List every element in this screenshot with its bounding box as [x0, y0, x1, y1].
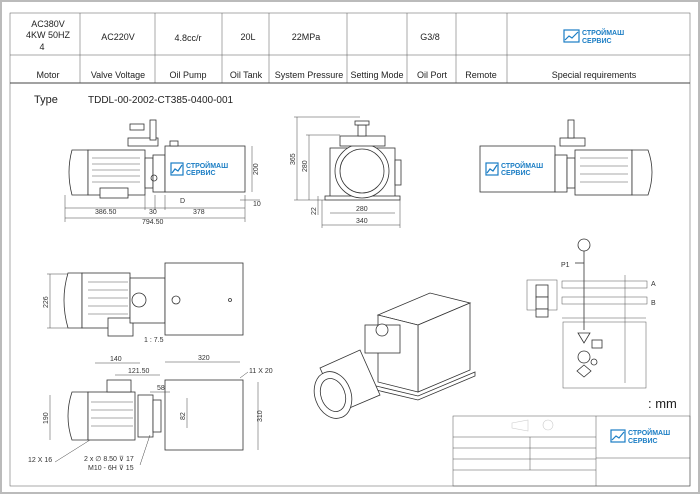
oil-tank-value: 20L — [240, 32, 255, 42]
dim-total-length: 794.50 — [142, 219, 164, 226]
svg-text:СТРОЙМАШ: СТРОЙМАШ — [186, 161, 228, 170]
label-oil-tank: Oil Tank — [230, 70, 263, 80]
dim-82: 82 — [180, 412, 187, 420]
tank-logo: СТРОЙМАШ СЕРВИС — [170, 161, 228, 177]
dim-320: 320 — [198, 355, 210, 362]
label-valve-voltage: Valve Voltage — [91, 70, 145, 80]
dim-total-height: 365 — [290, 153, 297, 165]
title-logo: СТРОЙМАШ СЕРВИС — [610, 428, 670, 445]
label-oil-port: Oil Port — [417, 70, 448, 80]
dim-tank-length: 378 — [193, 209, 205, 216]
motor-voltage: AC380V — [31, 19, 65, 29]
side-view-right: СТРОЙМАШ СЕРВИС — [479, 119, 653, 196]
bottom-view: 140 320 121.50 58 82 310 190 11 X 20 12 … — [28, 355, 273, 472]
valve-voltage-value: AC220V — [101, 32, 135, 42]
dim-slot: 11 X 20 — [249, 368, 273, 375]
schematic-port-b: B — [651, 300, 656, 307]
svg-text:СЕРВИС: СЕРВИС — [582, 38, 612, 45]
svg-text:СТРОЙМАШ: СТРОЙМАШ — [582, 28, 624, 37]
type-label: Type — [34, 94, 58, 106]
dim-58: 58 — [157, 385, 165, 392]
motor-power: 4KW 50HZ — [26, 30, 71, 40]
tank-logo-right: СТРОЙМАШ СЕРВИС — [485, 161, 543, 177]
header-logo: СТРОЙМАШ СЕРВИС — [563, 28, 624, 45]
label-system-pressure: System Pressure — [275, 70, 344, 80]
label-special-requirements: Special requirements — [552, 70, 637, 80]
type-value: TDDL-00-2002-CT385-0400-001 — [88, 95, 234, 106]
scale-label: 1 : 7.5 — [144, 337, 164, 344]
dim-front-tank-height: 280 — [302, 160, 309, 172]
dim-190: 190 — [43, 412, 50, 424]
spec-table: AC380V 4KW 50HZ 4 AC220V 4.8cc/r 20L 22M… — [10, 13, 690, 84]
units-label: : mm — [648, 396, 677, 411]
motor-poles: 4 — [39, 42, 44, 52]
schematic-p1: P1 — [561, 262, 570, 269]
dim-thread: M10 - 6H ⊽ 15 — [88, 464, 134, 472]
dim-inner-width: 280 — [356, 206, 368, 213]
dim-outer-width: 340 — [356, 218, 368, 225]
inner-frame — [9, 12, 691, 487]
hydraulic-schematic: P1 A B — [526, 238, 656, 389]
label-setting-mode: Setting Mode — [350, 70, 403, 80]
title-block: СТРОЙМАШ СЕРВИС — [452, 415, 691, 487]
label-motor: Motor — [36, 70, 59, 80]
dim-holes: 2 x ∅ 8.50 ⊽ 17 — [84, 455, 134, 463]
label-oil-pump: Oil Pump — [169, 70, 206, 80]
label-remote: Remote — [465, 70, 497, 80]
schematic-port-a: A — [651, 281, 656, 288]
dim-121-50: 121.50 — [128, 368, 150, 375]
svg-text:СЕРВИС: СЕРВИС — [628, 438, 658, 445]
svg-text:СЕРВИС: СЕРВИС — [501, 170, 531, 177]
side-view-left: СТРОЙМАШ СЕРВИС D 200 10 386.50 30 378 7… — [64, 119, 261, 226]
svg-text:СЕРВИС: СЕРВИС — [186, 170, 216, 177]
oil-pump-value: 4.8cc/r — [174, 33, 201, 43]
dim-foot: 10 — [253, 201, 261, 208]
oil-port-value: G3/8 — [420, 32, 440, 42]
isometric-view — [313, 292, 476, 419]
dim-140: 140 — [110, 356, 122, 363]
dim-coupling: 30 — [149, 209, 157, 216]
dim-310: 310 — [257, 410, 264, 422]
system-pressure-value: 22MPa — [292, 32, 321, 42]
dim-tank-height: 200 — [253, 163, 260, 175]
d-label: D — [180, 198, 185, 205]
svg-text:СТРОЙМАШ: СТРОЙМАШ — [501, 161, 543, 170]
dim-motor-length: 386.50 — [95, 209, 117, 216]
svg-text:СТРОЙМАШ: СТРОЙМАШ — [628, 428, 670, 437]
front-view: 365 280 22 280 340 — [290, 116, 402, 228]
dim-top-width: 226 — [43, 296, 50, 308]
dim-base-height: 22 — [311, 207, 318, 215]
dim-motor-slot: 12 X 16 — [28, 457, 52, 464]
top-view: 226 1 : 7.5 — [43, 262, 244, 344]
